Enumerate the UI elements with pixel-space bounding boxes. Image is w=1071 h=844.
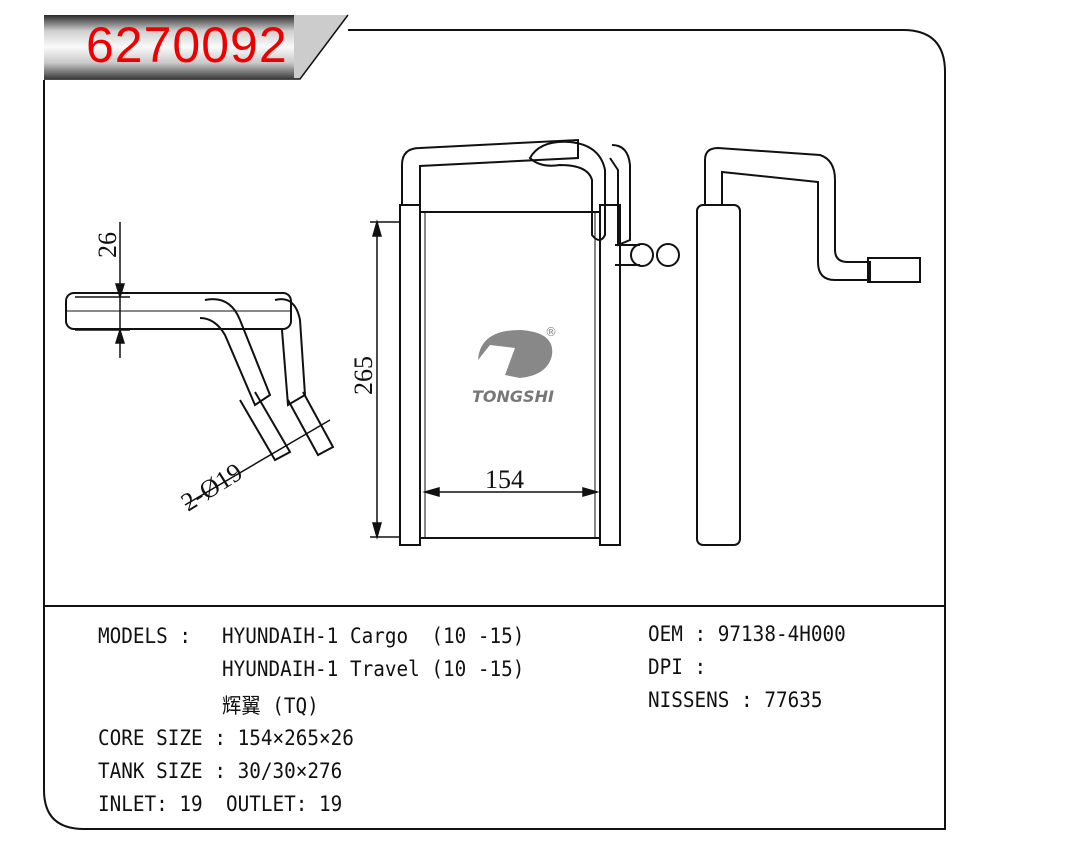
tongshi-logo: ® TONGSHI [472,325,557,406]
part-number: 6270092 [86,17,288,73]
width-dimension-label: 154 [485,465,524,494]
pipe-diameter-label: 2-Ø19 [176,457,248,517]
model-3: 辉翼 (TQ) [222,694,319,718]
svg-text:®: ® [545,325,557,339]
dpi-number: DPI : [648,655,707,679]
heater-core-side-view [696,146,921,546]
model-2: HYUNDAIH-1 Travel (10 -15) [222,657,525,681]
height-dimension-label: 265 [349,356,378,395]
nissens-number: NISSENS : 77635 [648,688,823,712]
heater-core-front-view [399,138,680,546]
models-label: MODELS : [98,624,203,648]
logo-text: TONGSHI [472,387,554,406]
oem-number: OEM : 97138-4H000 [648,622,846,646]
model-1: HYUNDAIH-1 Cargo (10 -15) [222,624,525,648]
tank-size: TANK SIZE : 30/30×276 [98,759,343,783]
dimension-lines [75,219,600,540]
inlet-outlet: INLET: 19 OUTLET: 19 [98,792,343,816]
core-size: CORE SIZE : 154×265×26 [98,726,354,750]
thickness-dimension-label: 26 [93,232,122,258]
heater-core-top-view [65,292,335,462]
title-tab [44,15,294,79]
